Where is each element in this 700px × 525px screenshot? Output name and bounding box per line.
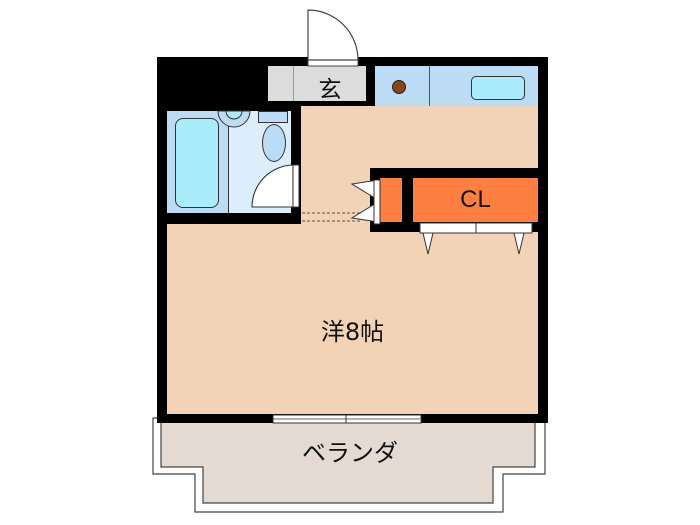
- main-room-floor: [167, 224, 538, 414]
- closet-small-door: [350, 179, 381, 225]
- closet-label: CL: [460, 186, 491, 213]
- sink-icon: [471, 76, 525, 100]
- closet-sliding-door: [419, 222, 533, 255]
- stove-burner-icon: [392, 80, 406, 94]
- balcony-label: ベランダ: [302, 439, 398, 467]
- toilet-bowl-icon: [262, 124, 286, 162]
- entrance-floor: [294, 66, 366, 101]
- entrance-step: [268, 66, 294, 101]
- toilet-tank-icon: [258, 111, 288, 123]
- main-room-label: 洋8帖: [320, 318, 385, 346]
- closet-main: [413, 178, 538, 222]
- washbasin-icon: [217, 110, 251, 128]
- entrance-label: 玄: [318, 77, 342, 103]
- bathtub-icon: [175, 118, 219, 208]
- kitchen-divider: [429, 66, 430, 106]
- bathroom-door: [251, 164, 300, 208]
- balcony-window: [272, 414, 422, 424]
- entrance-door: [307, 9, 359, 67]
- closet-small: [380, 178, 402, 222]
